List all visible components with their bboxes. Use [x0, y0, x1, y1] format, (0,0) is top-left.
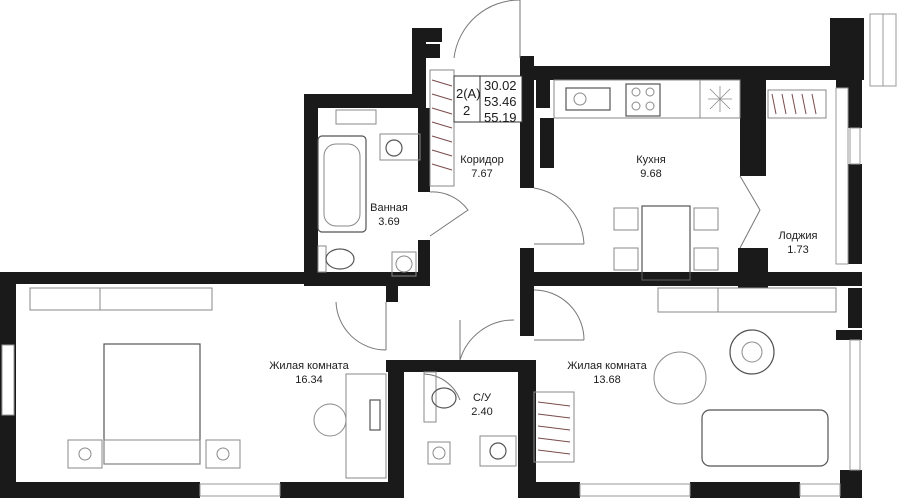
room-name-corridor: Коридор — [460, 154, 503, 166]
apartment-type: 2(А) — [456, 86, 481, 101]
room-area-kitchen: 9.68 — [640, 168, 661, 180]
room-name-wc: С/У — [473, 392, 492, 404]
room-labels: Коридор 7.67 Кухня 9.68 Ванная 3.69 Лодж… — [269, 154, 817, 418]
total-with-loggia: 55.19 — [484, 110, 517, 125]
room-name-bathroom: Ванная — [370, 202, 408, 214]
walls — [0, 18, 864, 498]
room-name-loggia: Лоджия — [779, 230, 818, 242]
room-name-living-left: Жилая комната — [269, 360, 349, 372]
living-area: 30.02 — [484, 78, 517, 93]
room-area-loggia: 1.73 — [787, 244, 808, 256]
total-area: 53.46 — [484, 94, 517, 109]
room-area-wc: 2.40 — [471, 406, 492, 418]
room-name-living-right: Жилая комната — [567, 360, 647, 372]
apartment-info: 2(А) 2 30.02 53.46 55.19 — [453, 75, 523, 125]
room-area-bathroom: 3.69 — [378, 216, 399, 228]
rooms-count: 2 — [463, 103, 470, 118]
room-area-living-left: 16.34 — [295, 374, 323, 386]
furniture — [29, 69, 837, 479]
doors — [335, 0, 761, 401]
room-area-living-right: 13.68 — [593, 374, 621, 386]
room-area-corridor: 7.67 — [471, 168, 492, 180]
windows — [1, 13, 897, 497]
room-name-kitchen: Кухня — [636, 154, 665, 166]
